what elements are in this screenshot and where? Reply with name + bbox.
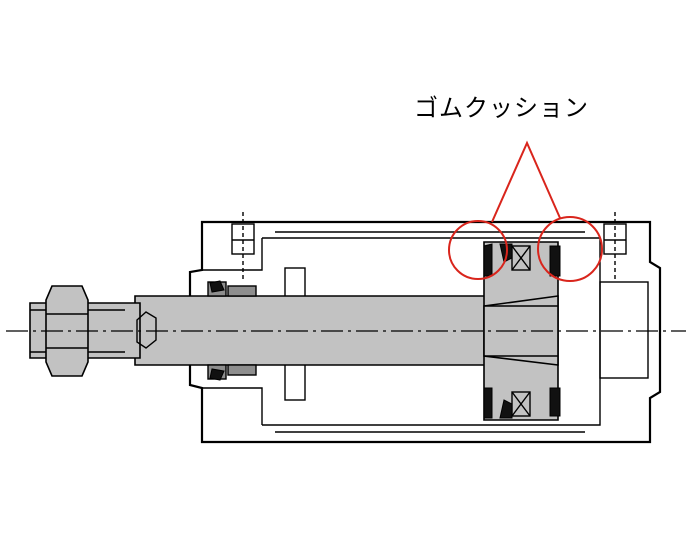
rubber-cushion-rod-side-top bbox=[483, 243, 493, 277]
head-cover-boss bbox=[599, 281, 649, 379]
cushion-highlight-circle-right bbox=[537, 216, 603, 282]
rubber-cushion-label: ゴムクッション bbox=[414, 94, 589, 122]
rubber-cushion-head-side-top bbox=[549, 245, 561, 277]
port-bolt-left bbox=[231, 212, 255, 282]
hex-nut bbox=[45, 285, 89, 377]
port-bolt-right bbox=[603, 212, 627, 282]
cushion-highlight-circle-left bbox=[448, 220, 508, 280]
rod-seal-bottom bbox=[207, 364, 257, 381]
rubber-cushion-rod-side-bottom bbox=[483, 387, 493, 419]
piston-seal-bottom bbox=[499, 391, 531, 419]
piston-boss bbox=[483, 295, 559, 366]
rod-cover bbox=[202, 238, 263, 425]
rubber-cushion-head-side-bottom bbox=[549, 387, 561, 417]
callout-leader bbox=[491, 140, 561, 223]
rod-wrench-flat bbox=[136, 311, 157, 349]
rod-seal-top bbox=[207, 280, 257, 297]
